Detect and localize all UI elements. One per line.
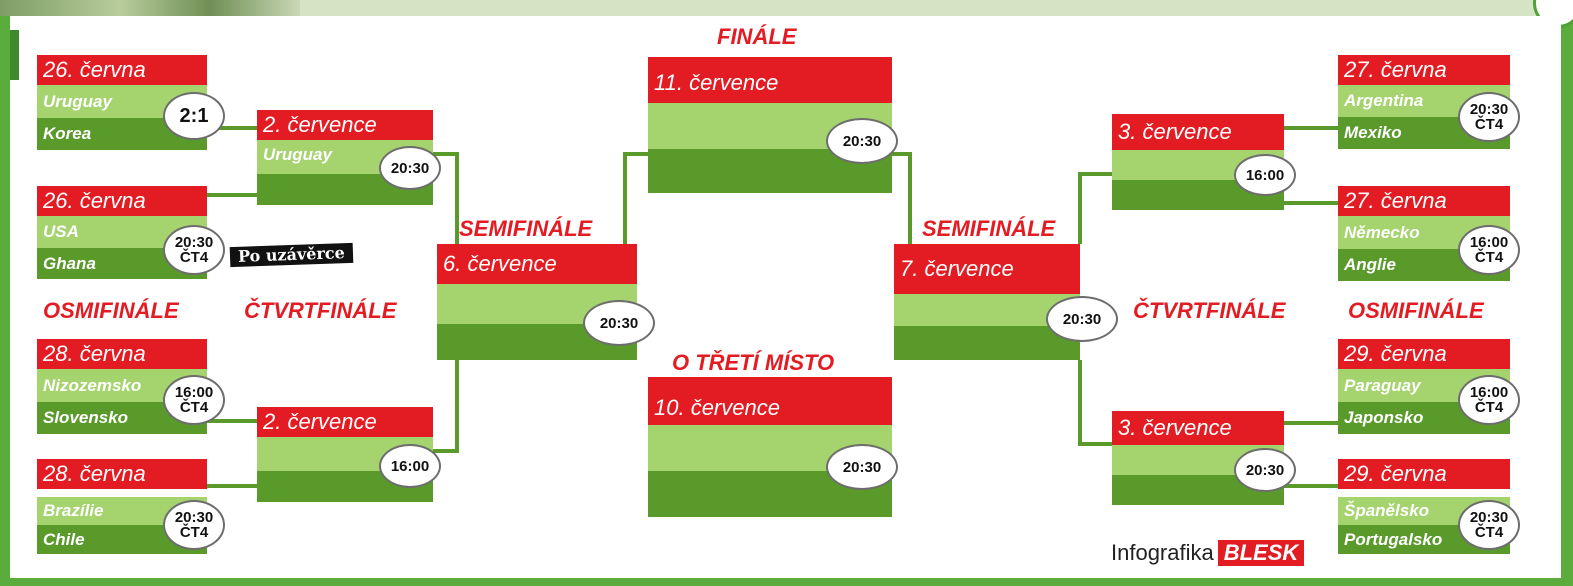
edge-bar (10, 30, 19, 80)
match-time: 16:00 (1469, 384, 1509, 401)
match-date: 2. července (257, 407, 433, 437)
match-box-r16-left-2: 26. června USA Ghana (37, 186, 207, 279)
score-badge: 2:1 (163, 92, 225, 140)
semifinal-left-label: SEMIFINÁLE (459, 216, 593, 241)
blesk-logo: BLESK (1217, 540, 1305, 566)
connector (1078, 360, 1082, 446)
match-date: 7. července (894, 244, 1080, 294)
tv-channel: ČT4 (179, 399, 209, 416)
quarterfinal-left-label: ČTVRTFINÁLE (244, 298, 397, 323)
connector (1284, 126, 1338, 130)
connector (1284, 421, 1338, 425)
match-date: 28. června (37, 459, 207, 489)
tv-channel: ČT4 (179, 524, 209, 541)
connector (1284, 201, 1338, 205)
tv-channel: ČT4 (1474, 524, 1504, 541)
connector (1078, 172, 1112, 176)
time-badge: 16:00 (379, 444, 441, 488)
match-box-third-place: 10. července (648, 377, 892, 517)
connector (455, 152, 459, 244)
connector (207, 126, 257, 130)
match-date: 26. června (37, 186, 207, 216)
credit-text: Infografika (1111, 540, 1214, 565)
match-time: 20:30 (842, 132, 882, 150)
connector (455, 360, 459, 453)
match-date: 27. června (1338, 55, 1510, 85)
semifinal-right-label: SEMIFINÁLE (922, 216, 1056, 241)
final-label: FINÁLE (717, 24, 797, 49)
connector (433, 449, 457, 453)
match-time: 20:30 (174, 509, 214, 526)
match-time: 20:30 (842, 458, 882, 476)
connector (623, 152, 650, 156)
top-photo-strip (0, 0, 1573, 16)
team-1: Brazílie (37, 497, 207, 525)
connector (1284, 484, 1338, 488)
match-box-semifinal-right: 7. července (894, 244, 1080, 360)
match-date: 6. července (437, 244, 637, 284)
match-time: 20:30 (1062, 310, 1102, 328)
match-time: 16:00 (1469, 234, 1509, 251)
tv-channel: ČT4 (1474, 249, 1504, 266)
match-time: 16:00 (1245, 166, 1285, 184)
round16-right-label: OSMIFINÁLE (1348, 298, 1484, 323)
connector (433, 152, 457, 156)
time-badge: 20:30 (583, 300, 655, 346)
team-2: Anglie (1338, 249, 1510, 281)
connector (1078, 172, 1082, 244)
time-badge: 16:00 (1234, 154, 1296, 196)
match-time: 16:00 (390, 457, 430, 475)
grass-photo (0, 0, 300, 16)
match-date: 2. července (257, 110, 433, 140)
connector (892, 152, 912, 156)
match-date: 29. června (1338, 459, 1510, 489)
tv-channel: ČT4 (179, 249, 209, 266)
time-badge: 20:30 (1234, 448, 1296, 492)
match-time: 16:00 (174, 384, 214, 401)
connector (207, 484, 257, 488)
match-time: 20:30 (390, 159, 430, 177)
after-deadline-stamp: Po uzávěrce (229, 242, 354, 268)
time-badge: 20:30 (826, 444, 898, 490)
match-date: 3. července (1112, 411, 1284, 445)
match-box-r16-left-4: 28. června Brazílie Chile (37, 459, 207, 554)
match-time: 20:30 (1469, 509, 1509, 526)
quarterfinal-right-label: ČTVRTFINÁLE (1133, 298, 1286, 323)
connector (1078, 442, 1112, 446)
third-place-label: O TŘETÍ MÍSTO (672, 350, 835, 375)
match-date: 3. července (1112, 114, 1284, 150)
time-badge: 20:30 (1046, 296, 1118, 342)
team-2 (894, 326, 1080, 360)
match-date: 27. června (1338, 186, 1510, 216)
match-date: 29. června (1338, 339, 1510, 369)
match-date: 28. června (37, 339, 207, 369)
time-badge: 20:30 (379, 146, 441, 190)
connector (207, 419, 257, 423)
match-date: 11. července (648, 57, 892, 103)
match-date: 10. července (648, 377, 892, 425)
score: 2:1 (179, 104, 209, 127)
match-time: 20:30 (599, 314, 639, 332)
tv-channel: ČT4 (1474, 116, 1504, 133)
connector (908, 152, 912, 244)
match-box-r16-right-2: 27. června Německo Anglie (1338, 186, 1510, 281)
connector (623, 152, 627, 244)
tv-channel: ČT4 (1474, 399, 1504, 416)
round16-left-label: OSMIFINÁLE (43, 298, 179, 323)
match-date: 26. června (37, 55, 207, 85)
match-time: 20:30 (1245, 461, 1285, 479)
match-time: 20:30 (174, 234, 214, 251)
time-badge: 20:30 (826, 118, 898, 164)
connector (207, 193, 257, 197)
match-box-qf-left-2: 2. července (257, 407, 433, 502)
match-time: 20:30 (1469, 101, 1509, 118)
